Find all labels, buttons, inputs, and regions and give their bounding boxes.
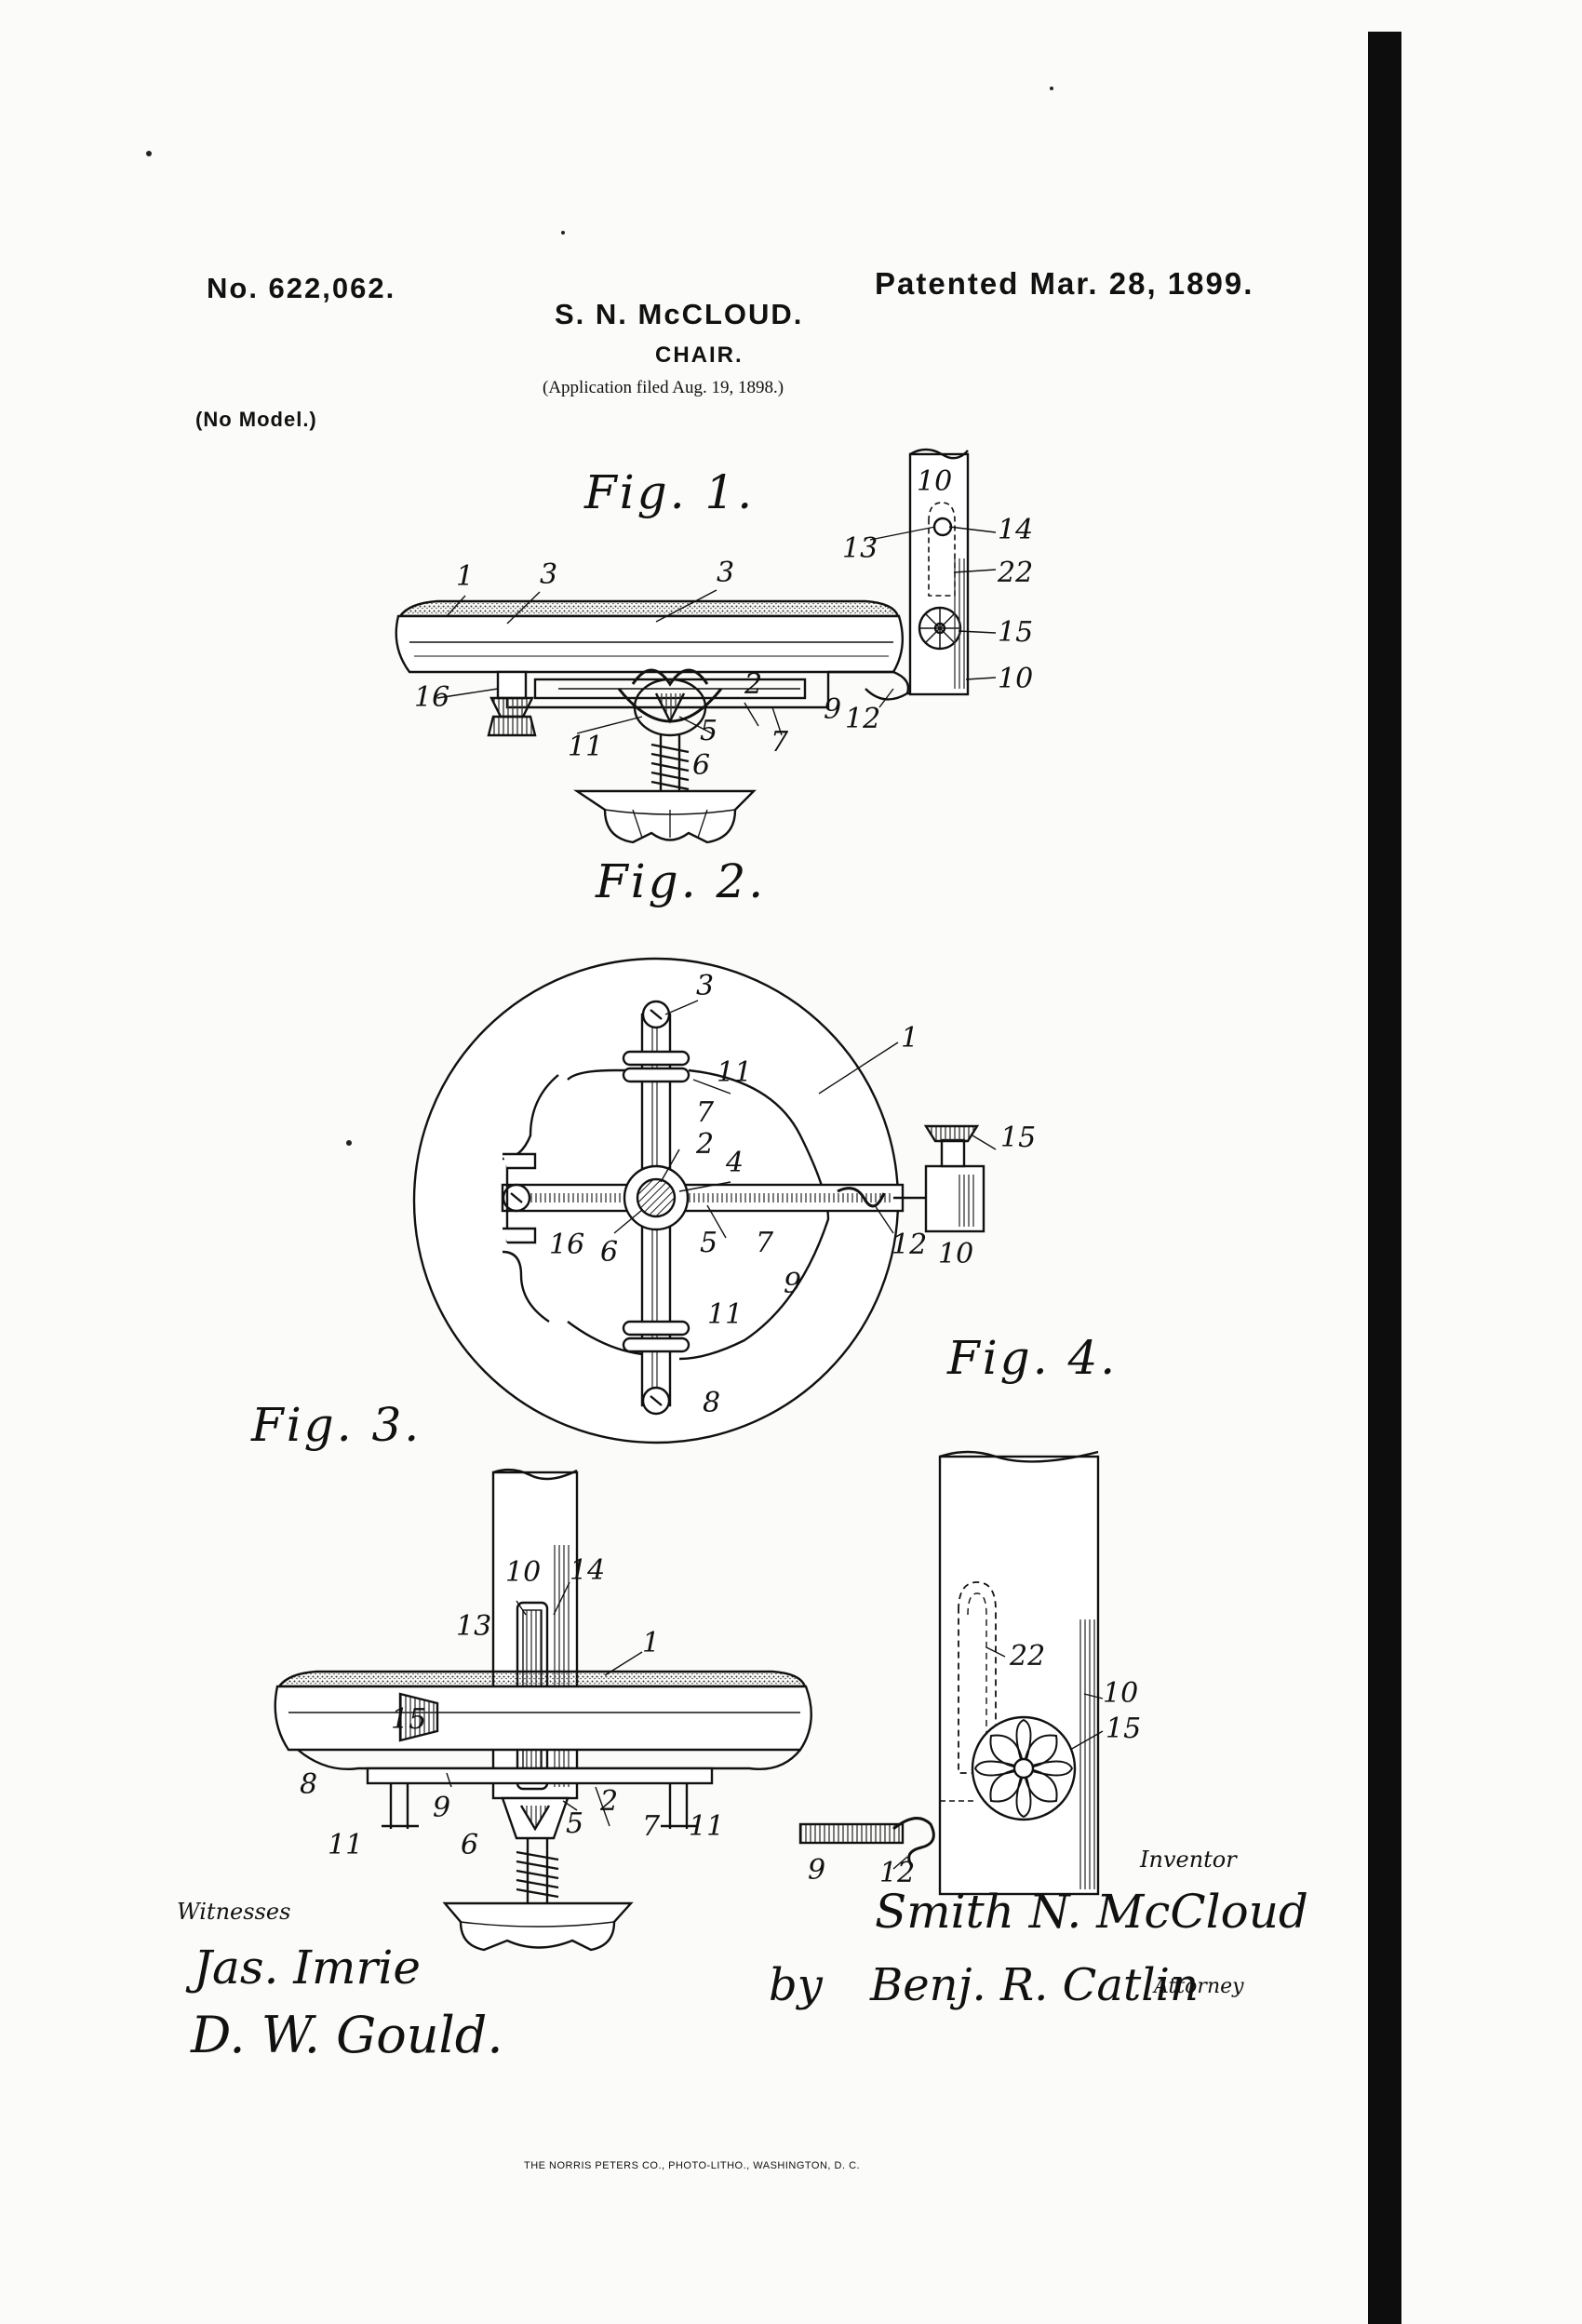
fig2-ref-8: 8 <box>703 1387 721 1419</box>
fig1-ref-11: 11 <box>568 731 604 763</box>
fig3-ref-5: 5 <box>566 1807 584 1840</box>
fig3-ref-7: 7 <box>642 1810 661 1843</box>
fig4-label: Fig. 4. <box>947 1331 1119 1385</box>
patented-date: Patented Mar. 28, 1899. <box>875 266 1254 301</box>
fig2-ref-11b: 11 <box>707 1298 744 1331</box>
fig2-ref-5: 5 <box>700 1227 718 1259</box>
fig2-ref-1: 1 <box>901 1022 919 1055</box>
fig2-ref-2: 2 <box>696 1128 715 1161</box>
witness-2-signature: D. W. Gould. <box>191 2006 503 2064</box>
fig4-ref-22: 22 <box>1010 1640 1046 1672</box>
fig1-ref-10b: 10 <box>998 663 1034 695</box>
fig2-ref-7b: 7 <box>756 1227 774 1259</box>
fig3-label: Fig. 3. <box>251 1398 422 1452</box>
fig3-ref-15: 15 <box>391 1703 427 1736</box>
fig4-ref-12: 12 <box>879 1857 916 1889</box>
fig1-ref-13: 13 <box>842 532 878 565</box>
attorney-signature: Benj. R. Catlin <box>870 1959 1199 2011</box>
fig1-ref-12: 12 <box>845 703 881 735</box>
fig4-ref-9: 9 <box>808 1854 826 1887</box>
fig3-drawing <box>274 1468 812 1952</box>
fig2-label: Fig. 2. <box>596 854 767 908</box>
fig3-ref-13: 13 <box>456 1610 492 1643</box>
scanned-page-edge <box>1368 32 1401 2324</box>
by-label: by <box>769 1959 823 2011</box>
fig3-ref-8: 8 <box>300 1768 318 1801</box>
fig1-ref-3b: 3 <box>717 557 735 589</box>
fig2-drawing <box>412 957 997 1444</box>
fig1-ref-16: 16 <box>414 681 450 714</box>
fig4-ref-10: 10 <box>1103 1677 1139 1710</box>
patent-number: No. 622,062. <box>207 272 396 304</box>
fig3-ref-6: 6 <box>461 1829 479 1861</box>
fig1-ref-1: 1 <box>456 560 475 593</box>
attorney-label: Attorney <box>1154 1975 1244 1998</box>
fig2-ref-9: 9 <box>784 1268 802 1300</box>
fig1-ref-7: 7 <box>771 726 789 759</box>
inventor-name-header: S. N. McCLOUD. <box>555 298 804 330</box>
witness-1-signature: Jas. Imrie <box>194 1941 421 1995</box>
patent-title: CHAIR. <box>655 343 744 368</box>
scan-specks <box>146 87 1053 1146</box>
fig4-ref-15: 15 <box>1106 1713 1142 1745</box>
fig2-ref-12: 12 <box>892 1229 928 1261</box>
fig1-ref-22: 22 <box>998 557 1034 589</box>
fig1-ref-14: 14 <box>998 514 1034 546</box>
fig1-ref-15: 15 <box>998 616 1034 649</box>
fig1-ref-3a: 3 <box>540 558 558 591</box>
fig2-ref-16: 16 <box>549 1229 585 1261</box>
fig3-ref-11a: 11 <box>328 1829 364 1861</box>
fig2-ref-10: 10 <box>938 1238 974 1270</box>
inventor-signature: Smith N. McCloud <box>875 1885 1308 1939</box>
fig3-ref-9: 9 <box>433 1792 451 1824</box>
fig2-ref-4: 4 <box>726 1147 744 1179</box>
fig3-ref-2: 2 <box>600 1785 619 1818</box>
witnesses-label: Witnesses <box>177 1899 291 1925</box>
fig1-ref-9: 9 <box>824 693 842 726</box>
fig1-ref-10: 10 <box>917 465 953 498</box>
fig2-ref-11a: 11 <box>717 1056 753 1089</box>
fig2-ref-6: 6 <box>600 1236 619 1269</box>
fig2-ref-3a: 3 <box>696 970 715 1002</box>
fig1-ref-5: 5 <box>700 715 718 747</box>
application-filed-date: (Application filed Aug. 19, 1898.) <box>543 378 784 397</box>
fig3-ref-11b: 11 <box>689 1810 725 1843</box>
fig3-ref-1: 1 <box>642 1627 661 1659</box>
fig2-ref-7a: 7 <box>696 1096 715 1129</box>
model-note: (No Model.) <box>195 408 317 431</box>
fig2-ref-15: 15 <box>1000 1122 1037 1154</box>
inventor-label: Inventor <box>1140 1847 1237 1873</box>
fig1-ref-6: 6 <box>692 749 711 782</box>
fig1-label: Fig. 1. <box>584 465 756 519</box>
fig3-ref-10: 10 <box>505 1556 542 1589</box>
printer-imprint: THE NORRIS PETERS CO., PHOTO-LITHO., WAS… <box>524 2160 861 2171</box>
fig4-drawing <box>798 1450 1104 1896</box>
fig1-ref-2: 2 <box>744 668 763 701</box>
fig3-ref-14: 14 <box>570 1554 606 1587</box>
fig1-drawing <box>395 448 997 844</box>
